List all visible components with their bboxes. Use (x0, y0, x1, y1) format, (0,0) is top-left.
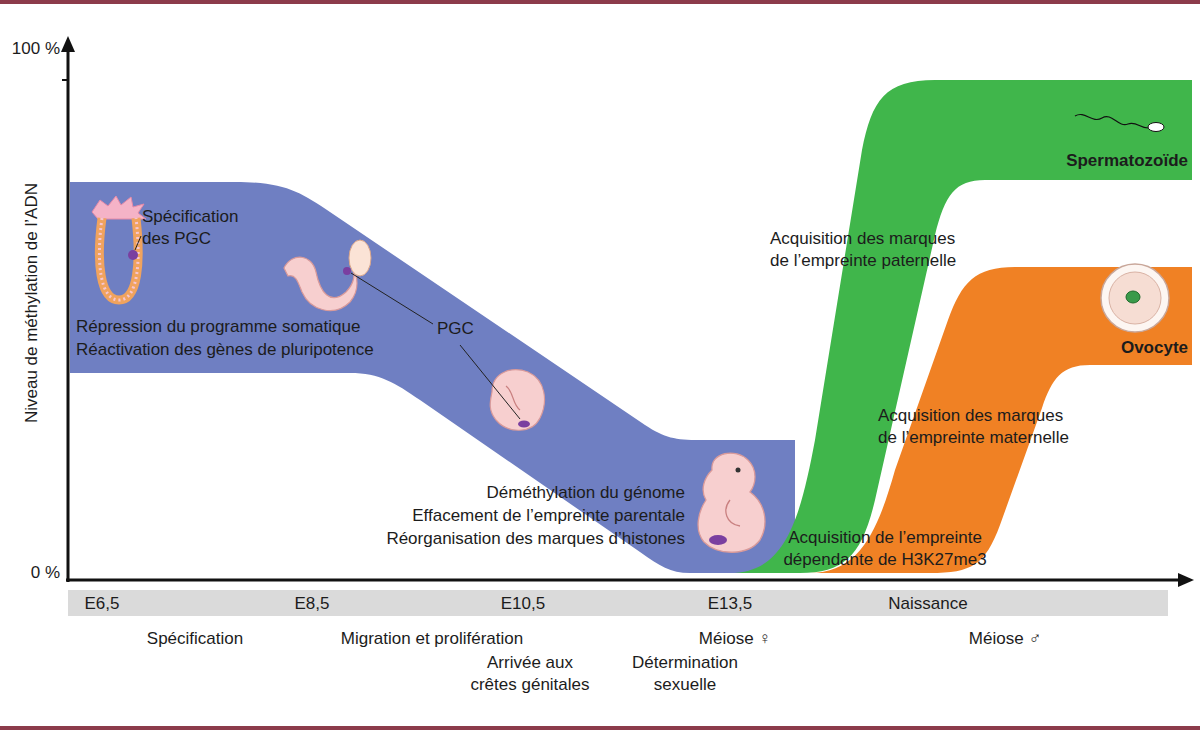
timeline-tick: Naissance (888, 593, 967, 615)
label-holder: Méiose ♂ (950, 628, 1060, 650)
stage-label: Méiose ♂ (969, 628, 1041, 650)
stage-label: Spécification (147, 628, 243, 650)
process-note: Acquisition des marques de l’empreinte p… (770, 228, 1010, 272)
label-holder: 0 % (10, 562, 60, 584)
sperm-band: Spermatozoïde (730, 80, 1192, 573)
axis-tick (62, 79, 68, 81)
band-title: Spermatozoïde (1066, 150, 1188, 172)
axis-arrow (61, 36, 75, 52)
timeline-tick: E13,5 (708, 593, 752, 615)
label-holder: Acquisition des marques de l’empreinte m… (878, 405, 1118, 449)
label-holder: E13,5 (690, 593, 770, 615)
band-fill (70, 182, 795, 573)
band-text: Spécification des PGC (142, 206, 262, 250)
label-holder: Migration et prolifération (302, 628, 562, 650)
axis-arrow (1178, 573, 1194, 587)
timeline-tick: E8,5 (295, 593, 330, 615)
label-holder: Arrivée aux crêtes génitales (465, 652, 595, 696)
process-note: Effacement de l’empreinte parentale (412, 505, 685, 527)
label-holder: Méiose ♀ (680, 628, 790, 650)
process-note: Acquisition de l’empreinte dépendante de… (765, 527, 1005, 571)
frame-rule (0, 0, 1200, 4)
y-axis (67, 50, 70, 582)
process-note: Réorganisation des marques d’histones (386, 528, 685, 550)
frame-rule (0, 726, 1200, 730)
timeline-tick: E6,5 (85, 593, 120, 615)
axis-title: Niveau de méthylation de l’ADN (21, 183, 43, 423)
stage-label: Migration et prolifération (341, 628, 523, 650)
label-holder: Naissance (868, 593, 988, 615)
stage-label: Méiose ♀ (699, 628, 771, 650)
text-holder: Répression du programme somatique (76, 316, 421, 338)
text-holder: Ovocyte (1068, 337, 1188, 359)
label-holder: Effacement de l’empreinte parentale (345, 505, 685, 527)
label-holder: Niveau de méthylation de l’ADN (21, 93, 43, 513)
label-holder: Acquisition de l’empreinte dépendante de… (765, 527, 1005, 571)
timeline-bar (68, 590, 1168, 616)
process-note: Acquisition des marques de l’empreinte m… (878, 405, 1118, 449)
label-holder: Réorganisation des marques d’histones (325, 528, 685, 550)
x-axis (66, 579, 1180, 582)
band-title: Ovocyte (1121, 337, 1188, 359)
text-holder: Spécification des PGC (142, 206, 262, 250)
text-holder: Réactivation des gènes de pluripotence (76, 339, 421, 361)
label-holder: E8,5 (272, 593, 352, 615)
band-text: PGC (437, 318, 474, 340)
label-holder: E10,5 (483, 593, 563, 615)
label-holder: Détermination sexuelle (625, 652, 745, 696)
text-holder: Spermatozoïde (1018, 150, 1188, 172)
band-text: Répression du programme somatique (76, 316, 360, 338)
timeline-tick: E10,5 (501, 593, 545, 615)
text-holder: PGC (437, 318, 497, 340)
label-holder: E6,5 (62, 593, 142, 615)
process-note: Déméthylation du génome (487, 482, 685, 504)
label-holder: 100 % (0, 38, 60, 60)
band-text: Réactivation des gènes de pluripotence (76, 339, 374, 361)
stage-label: Arrivée aux crêtes génitales (465, 652, 595, 696)
label-holder: Acquisition des marques de l’empreinte p… (770, 228, 1010, 272)
label-holder: Déméthylation du génome (345, 482, 685, 504)
band-fill (730, 80, 1192, 573)
label-holder: Spécification (115, 628, 275, 650)
stage-label: Détermination sexuelle (625, 652, 745, 696)
axis-value: 0 % (31, 562, 60, 584)
band-fill (810, 267, 1192, 573)
axis-value: 100 % (12, 38, 60, 60)
